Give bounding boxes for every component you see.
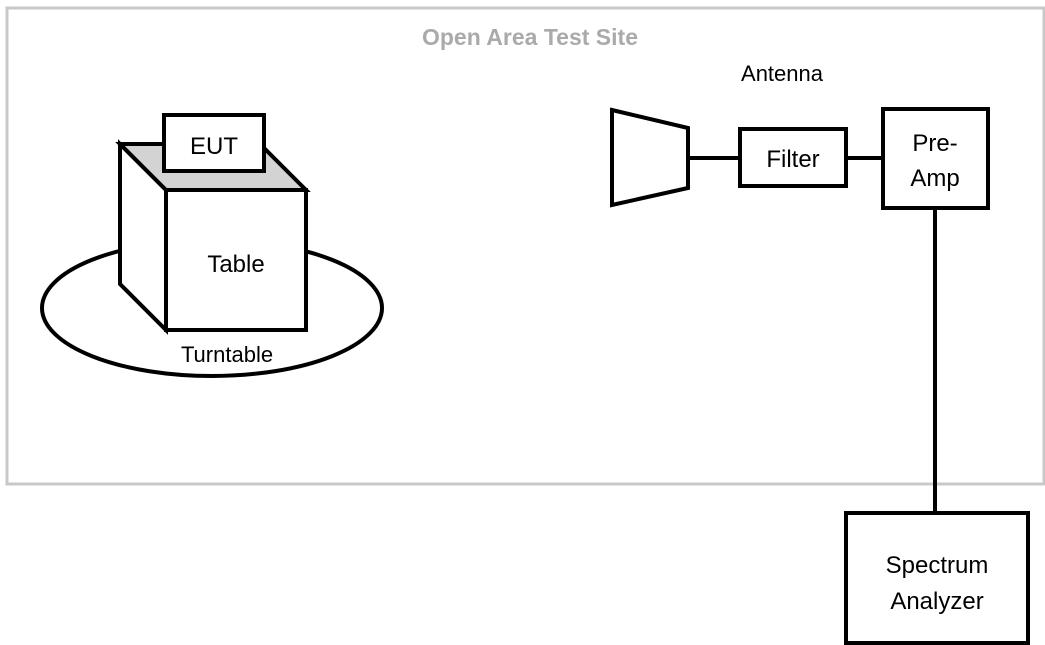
horn-antenna-icon <box>610 107 690 208</box>
spectrum-analyzer-label-line1: Spectrum <box>886 552 989 579</box>
eut-label: EUT <box>190 133 238 160</box>
table-label: Table <box>207 251 264 278</box>
table-front-face <box>164 188 308 332</box>
preamp-label-line2: Amp <box>910 165 959 192</box>
eut-box <box>162 113 266 173</box>
filter-label: Filter <box>766 146 819 173</box>
spectrum-analyzer-label-line2: Analyzer <box>890 588 983 615</box>
preamp-box <box>881 107 990 210</box>
test-site-boundary <box>5 6 1045 486</box>
test-site-title: Open Area Test Site <box>422 24 638 50</box>
turntable-label: Turntable <box>181 342 273 367</box>
antenna-label: Antenna <box>741 61 824 86</box>
spectrum-analyzer-box <box>844 511 1030 645</box>
preamp-label-line1: Pre- <box>912 130 957 157</box>
